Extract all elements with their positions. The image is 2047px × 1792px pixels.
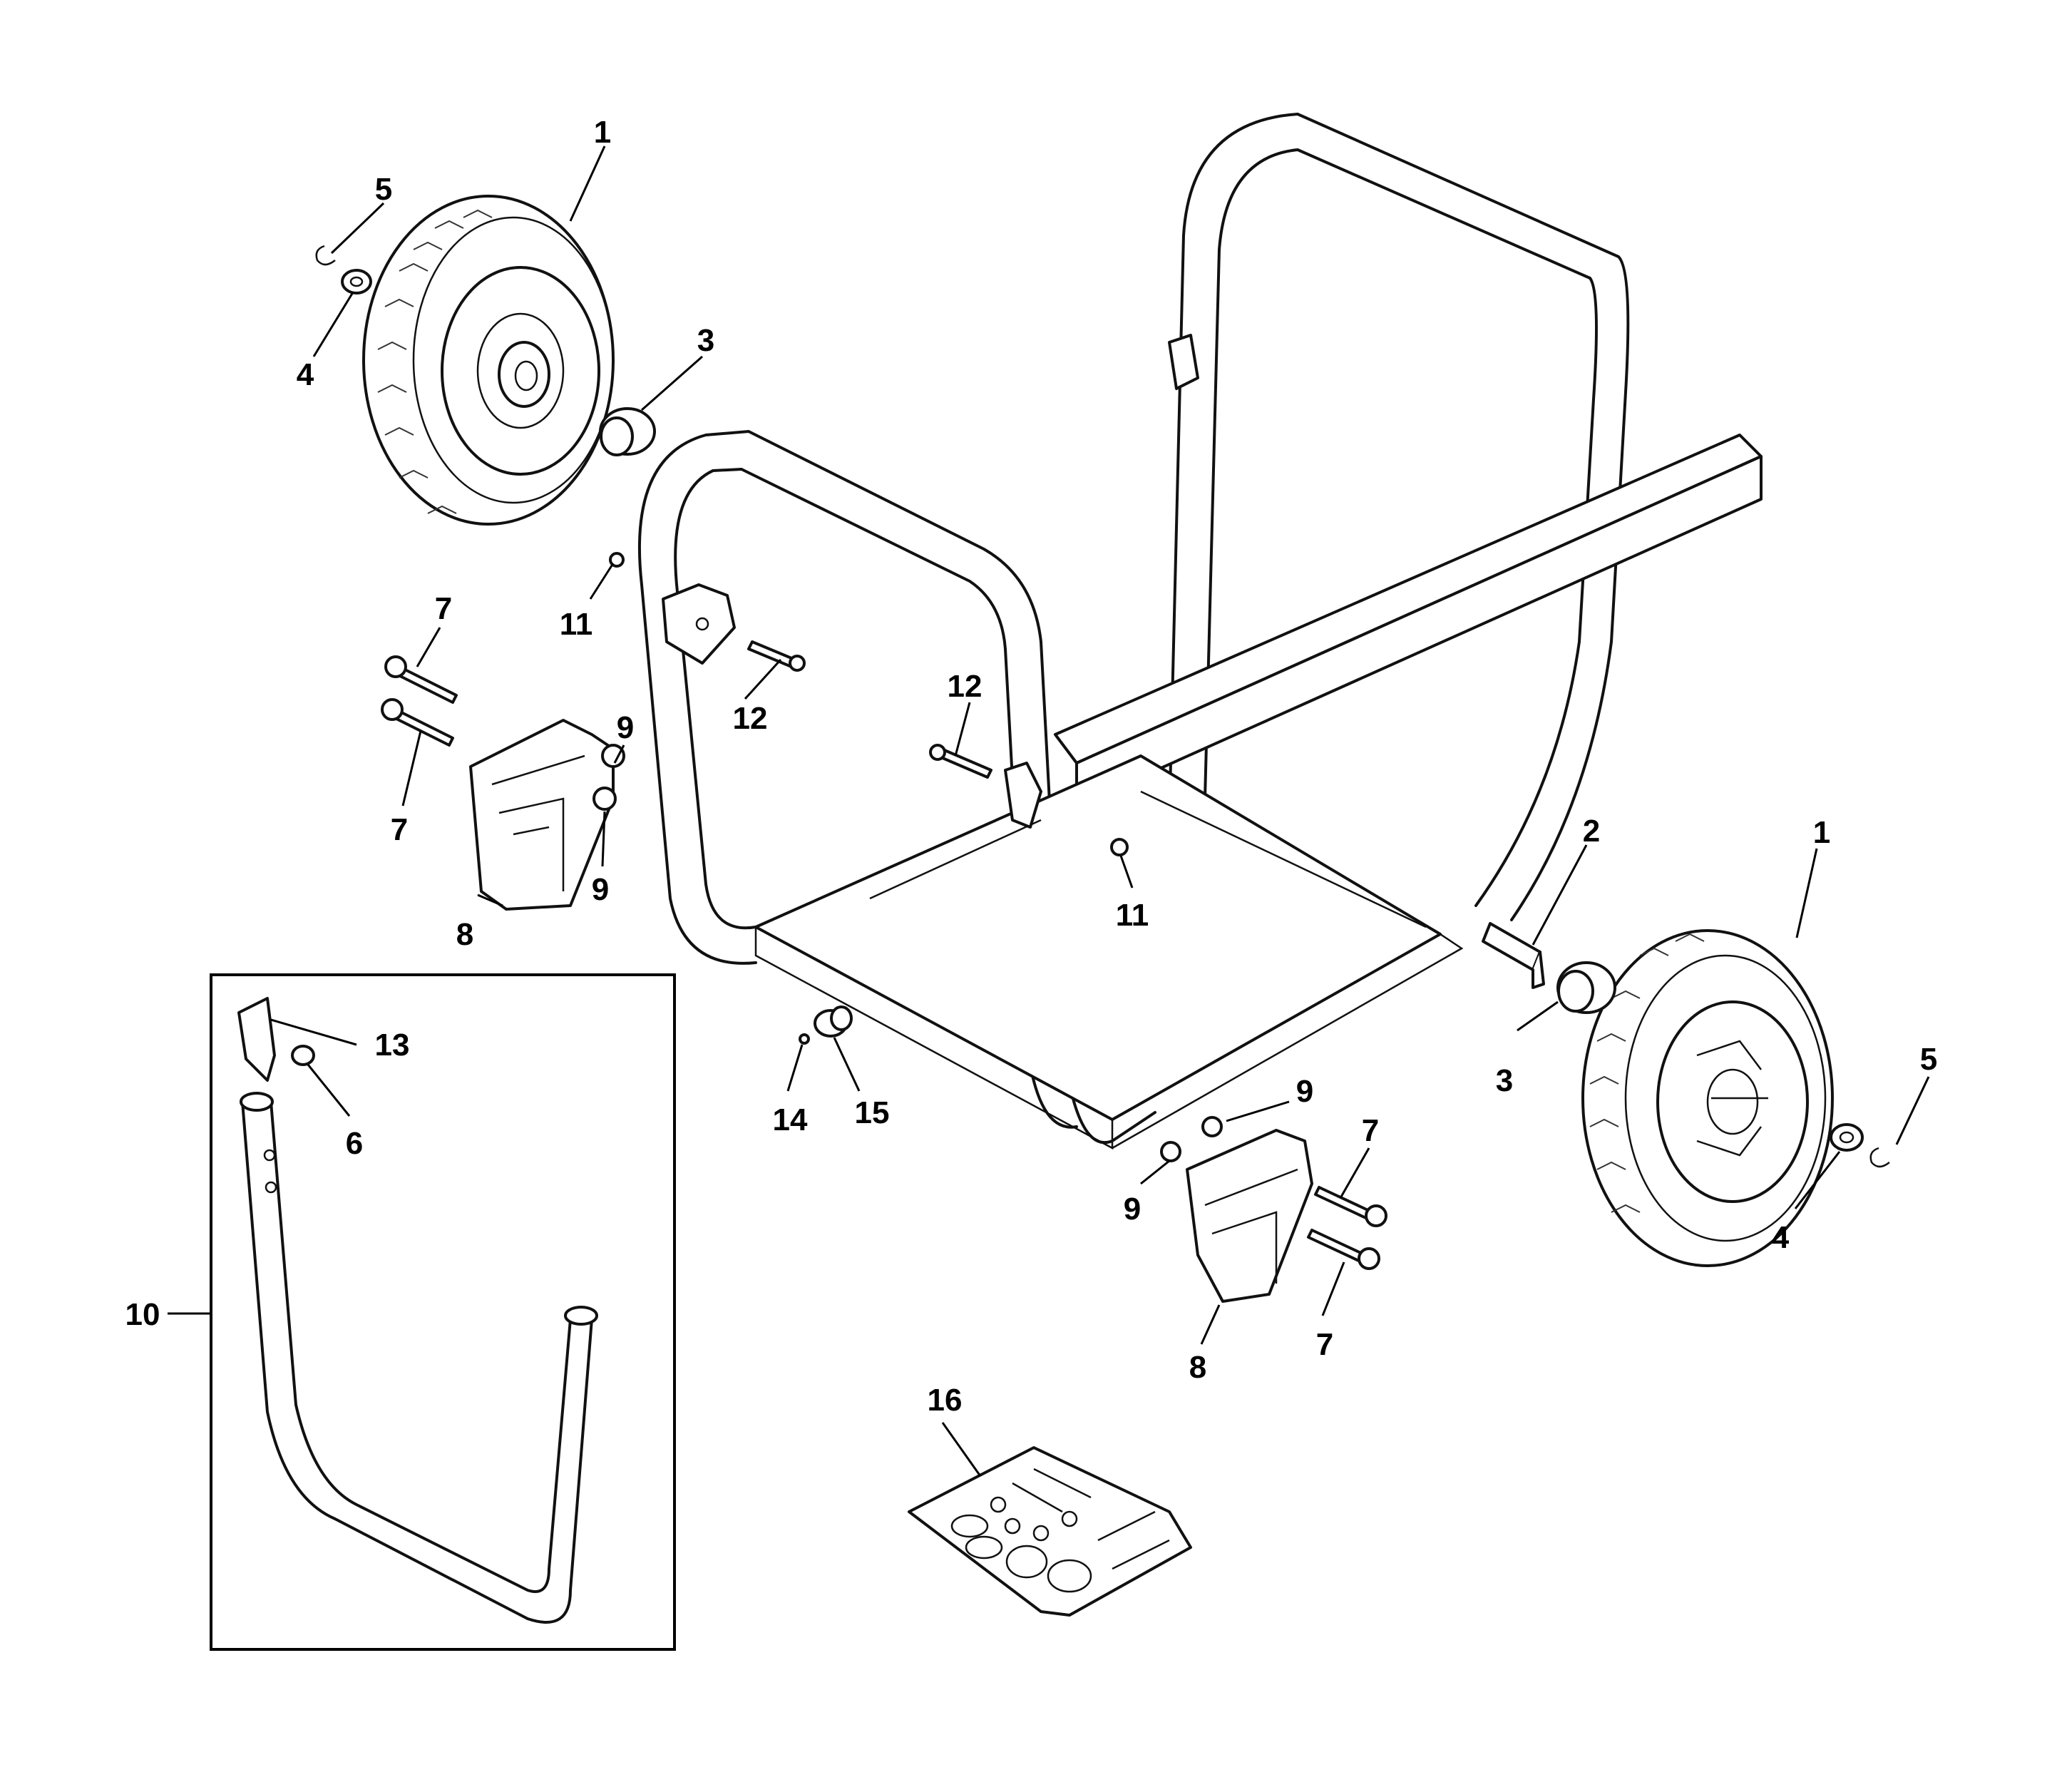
nuts-left (592, 744, 625, 811)
wheel-left (362, 195, 615, 526)
callout-bolt12-left: 12 (733, 701, 768, 736)
callout-locknut-left: 11 (560, 607, 593, 642)
locknuts (609, 552, 1129, 856)
callout-hardware-bag: 16 (928, 1383, 963, 1418)
callout-foot-right: 8 (1189, 1350, 1206, 1385)
callout-latch: 13 (375, 1028, 410, 1063)
callout-bolt-l2: 7 (391, 812, 408, 847)
hardware-bag (908, 1446, 1192, 1617)
wheel-right (1581, 929, 1834, 1267)
callout-nut-r2: 9 (1124, 1192, 1141, 1227)
washer-left (341, 269, 372, 295)
callout-wheel-right: 1 (1813, 815, 1830, 850)
nuts-right (1160, 1116, 1223, 1162)
spacer-left (599, 407, 656, 456)
callout-locknut-center: 11 (1116, 898, 1149, 933)
callout-bolt-r1: 7 (1362, 1113, 1379, 1148)
handle (240, 1092, 598, 1624)
cap (291, 1045, 315, 1066)
callout-spacer-left: 3 (697, 323, 714, 358)
callout-bolt-r2: 7 (1316, 1327, 1333, 1362)
screw (799, 1033, 810, 1045)
spacer-right (1556, 961, 1616, 1014)
callout-handle: 10 (125, 1297, 160, 1332)
bolts-12 (747, 640, 992, 779)
foot-right (1186, 1129, 1313, 1303)
leader-lines (168, 145, 1930, 1477)
callout-foot-left: 8 (456, 917, 473, 952)
bolts-left (381, 655, 458, 747)
callout-screw: 14 (773, 1102, 808, 1137)
callout-labels: 1 5 4 3 7 7 8 9 9 11 12 12 11 2 1 3 5 4 … (125, 115, 1938, 1418)
callout-washer-right: 4 (1772, 1220, 1790, 1255)
callout-nut-l2: 9 (592, 872, 609, 907)
callout-clip-left: 5 (375, 172, 392, 207)
callout-bolt12-center: 12 (948, 669, 983, 704)
callout-clip-right: 5 (1920, 1042, 1937, 1077)
callout-wheel-left: 1 (594, 115, 611, 150)
callout-washer-left: 4 (297, 357, 314, 392)
clip-right (1869, 1147, 1890, 1168)
callout-bolt-l1: 7 (435, 591, 452, 626)
bolts-right (1307, 1186, 1387, 1270)
clip-left (315, 245, 336, 266)
callout-cap: 6 (346, 1126, 363, 1161)
washer-right (1830, 1123, 1864, 1152)
callout-plug: 15 (855, 1095, 890, 1130)
callout-axle: 2 (1583, 814, 1600, 849)
latch (237, 997, 276, 1082)
axle (1482, 922, 1545, 989)
callout-nut-l1: 9 (617, 710, 634, 745)
callout-nut-r1: 9 (1296, 1074, 1313, 1109)
frame (637, 113, 1763, 1150)
plug (814, 1005, 853, 1038)
callout-spacer-right: 3 (1496, 1063, 1513, 1098)
handle-inset-box (210, 973, 676, 1651)
